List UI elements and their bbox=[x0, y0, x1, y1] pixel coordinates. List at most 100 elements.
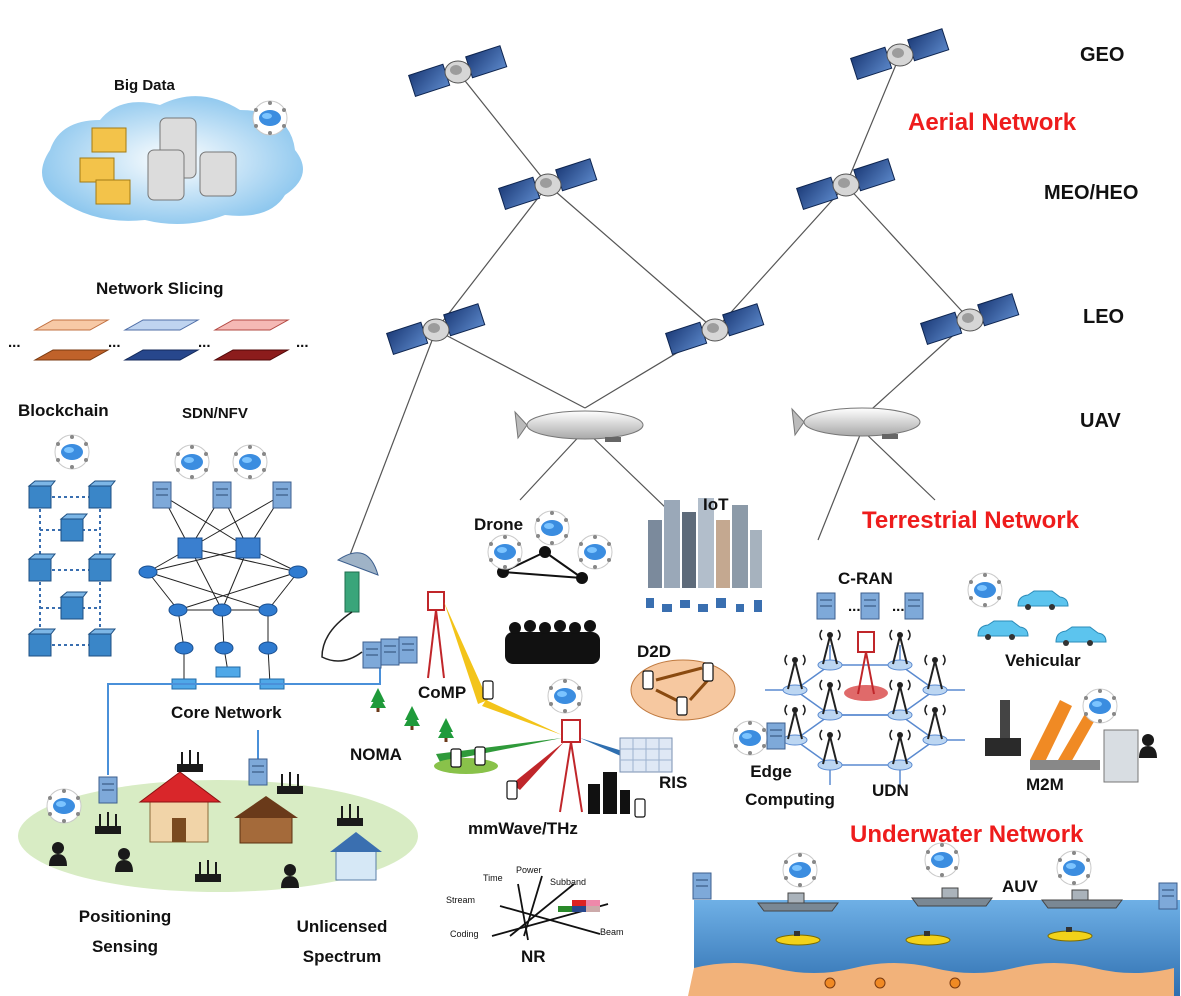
ai-brain-icon bbox=[534, 510, 570, 546]
phone-icon bbox=[642, 670, 654, 690]
ship-icon bbox=[1041, 889, 1123, 909]
sdn-nfv-topology bbox=[138, 481, 308, 690]
uav-blimp-icon bbox=[791, 407, 921, 439]
nr-label: NR bbox=[521, 947, 546, 966]
ai-brain-icon bbox=[487, 534, 523, 570]
comp-tower-icon bbox=[427, 591, 445, 679]
udn-label: UDN bbox=[872, 781, 909, 800]
slicing-ellipsis: ... bbox=[108, 334, 121, 351]
nr-axis-coding: Coding bbox=[450, 929, 479, 939]
nr-axis-time: Time bbox=[483, 873, 503, 883]
phone-icon bbox=[676, 696, 688, 716]
blockchain-label: Blockchain bbox=[18, 401, 109, 420]
crowd-icon bbox=[505, 620, 600, 664]
noma-area bbox=[434, 758, 498, 774]
auv-label: AUV bbox=[1002, 877, 1038, 896]
nr-axis-stream: Stream bbox=[446, 895, 476, 905]
underwater-network-title: Underwater Network bbox=[850, 821, 1084, 848]
aerial-network-title: Aerial Network bbox=[908, 109, 1077, 136]
aerial-links bbox=[349, 54, 971, 556]
ai-brain-icon bbox=[577, 534, 613, 570]
leo-satellite-icon bbox=[386, 303, 486, 355]
ris-panel-icon bbox=[619, 737, 673, 773]
small-cell-icon bbox=[924, 654, 946, 690]
small-cell-icon bbox=[784, 654, 806, 690]
meo-satellite-icon bbox=[498, 158, 598, 210]
meo-satellite-icon bbox=[796, 158, 896, 210]
cran-center bbox=[844, 685, 888, 701]
comp-label: CoMP bbox=[418, 683, 467, 702]
uav-label: UAV bbox=[1080, 410, 1121, 432]
core-server-rack bbox=[362, 636, 418, 669]
phone-icon bbox=[474, 746, 486, 766]
network-slicing-icon bbox=[33, 319, 290, 361]
vehicular-label: Vehicular bbox=[1005, 651, 1081, 670]
sensing-label: Sensing bbox=[91, 937, 159, 956]
vehicle-icon bbox=[1055, 626, 1107, 647]
ai-brain-icon bbox=[1082, 688, 1118, 724]
phone-icon bbox=[450, 748, 462, 768]
leo-satellite-icon bbox=[920, 293, 1020, 345]
unlicensed-label: Unlicensed bbox=[296, 917, 388, 936]
edge-server-icon bbox=[248, 758, 268, 786]
shore-server-icon bbox=[692, 872, 712, 900]
ship-icon bbox=[911, 887, 993, 907]
leo-satellite-icon bbox=[665, 303, 765, 355]
ai-brain-icon bbox=[782, 852, 818, 888]
mmwave-tower-icon bbox=[559, 719, 583, 813]
small-cell-icon bbox=[784, 704, 806, 740]
network-slicing-label: Network Slicing bbox=[96, 279, 224, 298]
mmwave-label: mmWave/THz bbox=[468, 819, 578, 838]
cran-label: C-RAN bbox=[838, 569, 893, 588]
d2d-label: D2D bbox=[637, 642, 672, 661]
ground-station-dish-icon bbox=[321, 552, 379, 662]
ai-brain-icon bbox=[732, 720, 768, 756]
m2m-machines-icon bbox=[985, 700, 1157, 783]
comp-beam bbox=[444, 602, 488, 704]
d2d-links bbox=[655, 666, 710, 704]
ai-brain-icon bbox=[46, 788, 82, 824]
small-cell-icon bbox=[924, 704, 946, 740]
mmwave-beam bbox=[436, 738, 562, 762]
mmwave-beam bbox=[512, 742, 564, 790]
sdn-nfv-label: SDN/NFV bbox=[182, 405, 248, 422]
big-data-label: Big Data bbox=[114, 77, 175, 94]
underwater-scene bbox=[688, 900, 1180, 996]
cran-servers bbox=[816, 592, 924, 620]
nr-axis-subband: Subband bbox=[550, 877, 587, 887]
ai-brain-icon bbox=[174, 444, 210, 480]
ai-brain-icon bbox=[252, 100, 288, 136]
iot-city-icon bbox=[646, 498, 762, 612]
blockchain-graph bbox=[28, 480, 116, 657]
geo-satellite-icon bbox=[408, 45, 508, 97]
meo-heo-label: MEO/HEO bbox=[1044, 182, 1139, 204]
leo-label: LEO bbox=[1083, 306, 1125, 328]
ai-brain-icon bbox=[54, 434, 90, 470]
cran-ellipsis: ... bbox=[848, 598, 861, 615]
uav-blimp-icon bbox=[514, 410, 644, 442]
ris-label: RIS bbox=[659, 773, 688, 792]
vehicle-icon bbox=[1017, 590, 1069, 611]
geo-satellite-icon bbox=[850, 28, 950, 80]
slicing-ellipsis: ... bbox=[296, 334, 309, 351]
small-cell-icon bbox=[889, 729, 911, 765]
drone-label: Drone bbox=[474, 515, 524, 534]
seabed-sensors bbox=[824, 977, 961, 989]
ai-brain-icon bbox=[232, 444, 268, 480]
big-data-cloud bbox=[42, 96, 303, 224]
terrestrial-network-title: Terrestrial Network bbox=[862, 507, 1079, 534]
edge-label: Edge bbox=[750, 762, 792, 781]
wifi-router-icon bbox=[176, 749, 204, 773]
ai-brain-icon bbox=[547, 678, 583, 714]
tree-icon bbox=[438, 718, 454, 742]
computing-label: Computing bbox=[745, 790, 835, 809]
phone-icon bbox=[506, 780, 518, 800]
positioning-label: Positioning bbox=[78, 907, 172, 926]
iot-label: IoT bbox=[703, 495, 729, 514]
phone-icon bbox=[482, 680, 494, 700]
mmwave-beam bbox=[482, 700, 562, 735]
slicing-ellipsis: ... bbox=[198, 334, 211, 351]
slicing-ellipsis: ... bbox=[8, 334, 21, 351]
cran-tower-icon bbox=[857, 631, 875, 695]
